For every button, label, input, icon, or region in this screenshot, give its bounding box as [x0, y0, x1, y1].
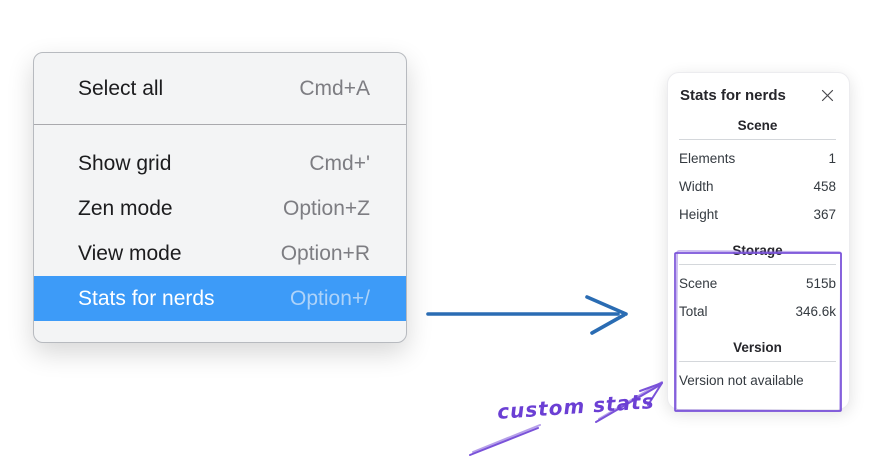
menu-item-label: Stats for nerds: [78, 286, 215, 310]
context-menu: Select all Cmd+A Show grid Cmd+' Zen mod…: [33, 52, 407, 343]
menu-item-shortcut: Option+Z: [283, 196, 370, 220]
close-icon[interactable]: [819, 88, 835, 104]
stat-label: Total: [679, 304, 708, 319]
menu-divider: [34, 124, 406, 125]
menu-item-stats-for-nerds[interactable]: Stats for nerds Option+/: [34, 276, 406, 321]
menu-item-shortcut: Option+/: [290, 286, 370, 310]
section-header-storage: Storage: [732, 243, 783, 258]
section-divider: [679, 264, 836, 265]
menu-item-shortcut: Option+R: [280, 241, 370, 265]
section-header-scene: Scene: [737, 118, 778, 133]
menu-item-label: View mode: [78, 241, 182, 265]
stat-value: 1: [828, 151, 836, 166]
connector-arrow-icon: [426, 295, 628, 335]
menu-item-shortcut: Cmd+A: [299, 76, 370, 100]
version-note: Version not available: [679, 373, 804, 388]
menu-item-select-all[interactable]: Select all Cmd+A: [34, 66, 406, 111]
stat-value: 346.6k: [795, 304, 836, 319]
stats-panel: Stats for nerds Scene Elements 1 Width 4…: [667, 72, 850, 410]
menu-item-label: Select all: [78, 76, 164, 100]
menu-item-label: Show grid: [78, 151, 172, 175]
annotation-label: custom stats: [496, 388, 656, 424]
stat-row-width: Width 458: [679, 173, 836, 201]
stat-label: Scene: [679, 276, 718, 291]
section-divider: [679, 139, 836, 140]
stat-row-elements: Elements 1: [679, 145, 836, 173]
stat-row-height: Height 367: [679, 201, 836, 229]
stat-value: 367: [813, 207, 836, 222]
menu-section-main: Show grid Cmd+' Zen mode Option+Z View m…: [34, 125, 406, 342]
menu-item-view-mode[interactable]: View mode Option+R: [34, 231, 406, 276]
menu-item-zen-mode[interactable]: Zen mode Option+Z: [34, 186, 406, 231]
menu-item-shortcut: Cmd+': [309, 151, 370, 175]
menu-item-label: Zen mode: [78, 196, 173, 220]
stats-panel-header: Stats for nerds: [680, 87, 835, 104]
section-header-version: Version: [733, 340, 782, 355]
stat-value: 515b: [805, 276, 836, 291]
stat-row-scene-size: Scene 515b: [679, 270, 836, 298]
menu-section-top: Select all Cmd+A: [34, 53, 406, 124]
stat-label: Height: [679, 207, 719, 222]
stat-label: Width: [679, 179, 714, 194]
stat-row-total-size: Total 346.6k: [679, 298, 836, 326]
stat-value: 458: [813, 179, 836, 194]
stats-panel-title: Stats for nerds: [680, 87, 786, 104]
section-divider: [679, 361, 836, 362]
menu-item-show-grid[interactable]: Show grid Cmd+': [34, 141, 406, 186]
stat-label: Elements: [679, 151, 736, 166]
